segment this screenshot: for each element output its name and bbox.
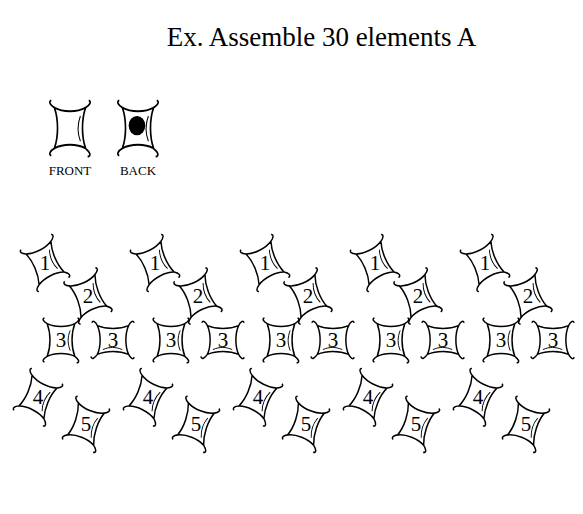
numbered-element: 4 xyxy=(235,372,281,422)
element-number: 4 xyxy=(33,387,44,408)
element-view: FRONT xyxy=(44,98,96,180)
numbered-element: 4 xyxy=(125,372,171,422)
numbered-element: 2 xyxy=(175,271,221,321)
numbered-element: 5 xyxy=(393,399,439,449)
numbered-element: 5 xyxy=(63,399,109,449)
numbered-element: 1 xyxy=(22,238,68,288)
numbered-element: 1 xyxy=(352,238,398,288)
element-number: 3 xyxy=(386,330,397,351)
numbered-element: 2 xyxy=(395,271,441,321)
element-number: 5 xyxy=(191,414,202,435)
numbered-element: 3 xyxy=(38,316,84,364)
numbered-element: 1 xyxy=(132,238,178,288)
element-number: 3 xyxy=(166,330,177,351)
element-number: 2 xyxy=(193,286,204,307)
element-number: 5 xyxy=(521,414,532,435)
element-number: 4 xyxy=(253,387,264,408)
element-view: BACK xyxy=(112,98,164,180)
element-number: 3 xyxy=(56,330,67,351)
numbered-element: 3 xyxy=(200,316,246,364)
numbered-element: 2 xyxy=(285,271,331,321)
element-number: 1 xyxy=(150,253,161,274)
numbered-element: 3 xyxy=(420,316,466,364)
numbered-element: 3 xyxy=(310,316,356,364)
diagram-title: Ex. Assemble 30 elements A xyxy=(0,22,583,53)
numbered-element: 5 xyxy=(503,399,549,449)
element-number: 1 xyxy=(260,253,271,274)
element-number: 1 xyxy=(480,253,491,274)
element-number: 2 xyxy=(523,286,534,307)
numbered-element: 3 xyxy=(148,316,194,364)
element-outline xyxy=(112,98,164,158)
numbered-element: 3 xyxy=(90,316,136,364)
numbered-element: 3 xyxy=(478,316,524,364)
numbered-element: 4 xyxy=(15,372,61,422)
view-caption: BACK xyxy=(110,164,166,177)
element-number: 3 xyxy=(548,330,559,351)
element-number: 4 xyxy=(143,387,154,408)
element-number: 3 xyxy=(328,330,339,351)
numbered-element: 3 xyxy=(258,316,304,364)
numbered-element: 3 xyxy=(368,316,414,364)
element-number: 2 xyxy=(83,286,94,307)
numbered-element: 3 xyxy=(530,316,576,364)
view-caption: FRONT xyxy=(42,164,98,177)
element-number: 5 xyxy=(301,414,312,435)
element-number: 2 xyxy=(413,286,424,307)
element-number: 3 xyxy=(276,330,287,351)
numbered-element: 4 xyxy=(345,372,391,422)
element-number: 3 xyxy=(438,330,449,351)
numbered-element: 1 xyxy=(242,238,288,288)
numbered-element: 2 xyxy=(505,271,551,321)
element-number: 1 xyxy=(370,253,381,274)
element-number: 3 xyxy=(218,330,229,351)
element-number: 2 xyxy=(303,286,314,307)
numbered-element: 5 xyxy=(173,399,219,449)
element-number: 3 xyxy=(108,330,119,351)
element-number: 4 xyxy=(363,387,374,408)
element-number: 1 xyxy=(40,253,51,274)
numbered-element: 1 xyxy=(462,238,508,288)
element-number: 5 xyxy=(411,414,422,435)
element-outline xyxy=(44,98,96,158)
element-number: 5 xyxy=(81,414,92,435)
element-number: 3 xyxy=(496,330,507,351)
numbered-element: 5 xyxy=(283,399,329,449)
numbered-element: 4 xyxy=(455,372,501,422)
numbered-element: 2 xyxy=(65,271,111,321)
element-number: 4 xyxy=(473,387,484,408)
